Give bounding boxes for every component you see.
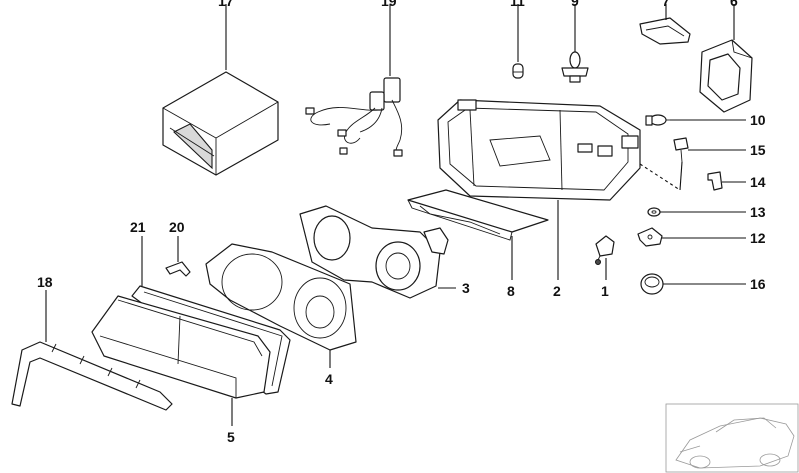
callout-labels: 17 19 11 9 7 6 10 15 14 13 12 16 1 2 8 3…	[37, 0, 766, 445]
part-8-shroud	[407, 189, 549, 241]
part-15-adjuster	[673, 137, 689, 163]
callout-16: 16	[750, 276, 766, 292]
callout-11: 11	[510, 0, 525, 9]
callout-19: 19	[381, 0, 397, 9]
vehicle-thumbnail	[665, 403, 799, 473]
part-10-bulb	[645, 114, 670, 126]
callout-8: 8	[507, 283, 515, 299]
part-17-box	[162, 71, 279, 176]
part-5-lens	[91, 295, 271, 399]
part-20-clip	[165, 261, 191, 277]
part-14-clip	[707, 171, 723, 191]
callout-15: 15	[750, 142, 766, 158]
part-16-grommet	[640, 273, 664, 295]
part-3-reflector	[299, 205, 449, 299]
part-19-wiring-harness	[305, 77, 403, 157]
part-18-trim-strip	[11, 341, 173, 411]
part-9-bulb	[561, 51, 589, 83]
callout-3: 3	[462, 280, 470, 296]
callout-14: 14	[750, 174, 766, 190]
part-4-trim-frame	[205, 243, 357, 351]
callout-13: 13	[750, 204, 766, 220]
part-12-bracket	[637, 227, 663, 247]
callout-9: 9	[571, 0, 579, 9]
part-6-cover	[699, 39, 753, 113]
part-11-bulb	[512, 63, 524, 79]
callout-7: 7	[662, 0, 670, 9]
part-7-cap	[639, 17, 691, 45]
callout-4: 4	[325, 371, 333, 387]
callout-17: 17	[218, 0, 234, 9]
part-1-socket	[595, 235, 615, 265]
callout-20: 20	[169, 219, 185, 235]
part-2-housing	[437, 99, 641, 201]
part-13-washer	[647, 207, 661, 217]
callout-12: 12	[750, 230, 766, 246]
callout-21: 21	[130, 219, 146, 235]
callout-18: 18	[37, 274, 53, 290]
leader-lines	[45, 4, 746, 426]
callout-2: 2	[553, 283, 561, 299]
callout-6: 6	[730, 0, 738, 9]
callout-10: 10	[750, 112, 766, 128]
callout-1: 1	[601, 283, 609, 299]
callout-5: 5	[227, 429, 235, 445]
